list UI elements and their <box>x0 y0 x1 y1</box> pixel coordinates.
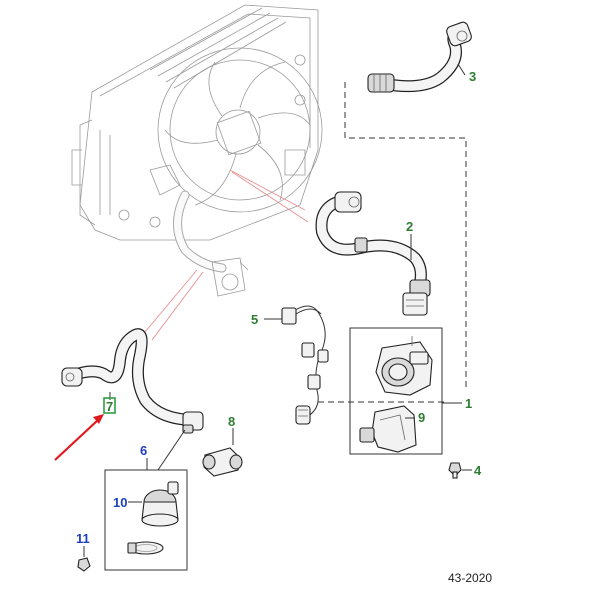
red-arrow-icon <box>54 414 104 461</box>
callout-leader-lines <box>83 63 472 557</box>
coolant-hose-3 <box>367 21 472 93</box>
callout-1: 1 <box>465 396 472 411</box>
bolt-11 <box>77 557 91 572</box>
callout-7: 7 <box>106 399 113 414</box>
callout-11: 11 <box>76 531 90 546</box>
pump-assembly-1 <box>349 327 443 455</box>
radiator-fan-assembly <box>71 4 323 297</box>
callout-3: 3 <box>469 69 476 84</box>
figure-reference-code: 43-2020 <box>448 571 492 585</box>
callout-9: 9 <box>418 410 425 425</box>
callout-7-highlight-box <box>103 397 116 414</box>
callout-5: 5 <box>251 312 258 327</box>
bolt-4 <box>448 462 462 479</box>
wiring-harness-5 <box>281 305 329 425</box>
pump-assembly-6 <box>104 469 188 571</box>
callout-4: 4 <box>474 463 482 478</box>
callout-8: 8 <box>228 414 235 429</box>
coolant-hose-2 <box>315 191 431 316</box>
callout-10: 10 <box>113 495 127 510</box>
callout-2: 2 <box>406 219 413 234</box>
callout-6: 6 <box>140 443 147 458</box>
pump-bracket-9 <box>359 405 417 453</box>
coolant-hose-7 <box>61 328 204 434</box>
assembly-leader-lines <box>144 169 309 341</box>
hose-connector-8 <box>202 447 243 477</box>
